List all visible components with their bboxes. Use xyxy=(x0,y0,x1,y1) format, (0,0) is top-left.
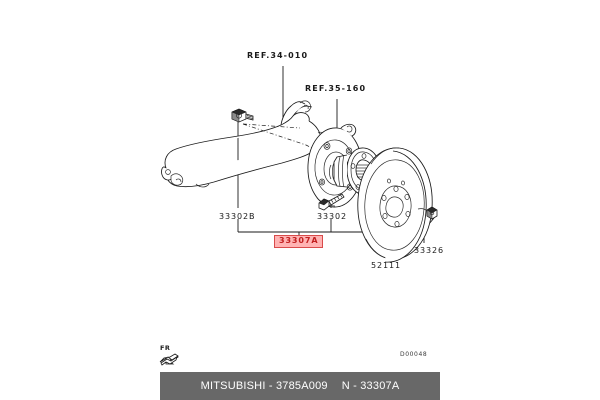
reference-label-35-160: REF.35-160 xyxy=(305,84,367,93)
part-label-33302: 33302 xyxy=(317,212,347,221)
part-33302B-bolt xyxy=(231,108,254,123)
diagram-code-label: D00048 xyxy=(400,351,428,358)
part-33326-screw xyxy=(417,206,438,220)
part-label-33326: 33326 xyxy=(414,246,444,255)
fr-direction-arrow xyxy=(159,353,179,366)
part-33302-bolt xyxy=(318,193,345,211)
footer-part-ref-text: N - 33307A xyxy=(341,380,400,392)
footer-brand-text: MITSUBISHI - 3785A009 xyxy=(200,380,328,392)
brake-disc-rotor xyxy=(357,147,433,263)
highlighted-part-label-33307A[interactable]: 33307A xyxy=(274,235,324,248)
rear-axle-beam xyxy=(161,100,333,188)
footer-bar: MITSUBISHI - 3785A009 N - 33307A xyxy=(160,372,440,400)
part-label-52111: 52111 xyxy=(371,261,401,270)
fr-marker-label: FR xyxy=(160,344,171,352)
part-label-33302B: 33302B xyxy=(219,212,256,221)
reference-label-34-010: REF.34-010 xyxy=(247,51,309,60)
